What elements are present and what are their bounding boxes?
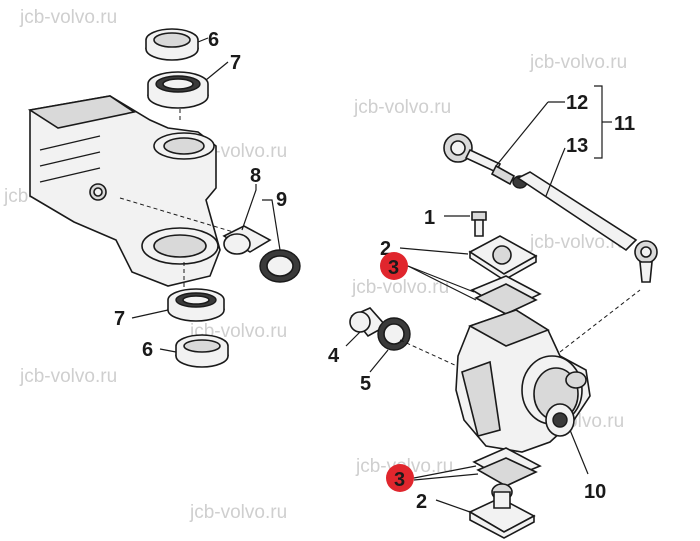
bottom-plate-callouts: 3 2 bbox=[386, 464, 479, 513]
axle-housing bbox=[27, 95, 241, 300]
tie-rod-callouts: 12 13 11 bbox=[495, 85, 635, 197]
watermark: jcb-volvo.ru bbox=[19, 366, 117, 387]
watermark: jcb-volvo.ru bbox=[529, 52, 627, 73]
watermark: jcb-volvo.ru bbox=[529, 232, 627, 253]
callout-7-bottom: 7 bbox=[114, 308, 125, 330]
callout-9: 9 bbox=[276, 189, 287, 211]
kingpin-bushing bbox=[349, 307, 388, 338]
callout-6-top: 6 bbox=[208, 29, 219, 51]
tie-rod-inner bbox=[443, 133, 528, 189]
shim-stack-top bbox=[470, 275, 542, 315]
left-callouts: 6 7 8 9 7 6 bbox=[114, 29, 287, 361]
callout-2-bottom: 2 bbox=[416, 491, 427, 513]
roller-bearing-bottom bbox=[167, 288, 225, 322]
bushing bbox=[222, 225, 272, 255]
callout-11: 11 bbox=[614, 113, 635, 135]
callout-1: 1 bbox=[424, 207, 435, 229]
mounting-plate-top bbox=[468, 235, 538, 281]
watermark: jcb-volvo.ru bbox=[19, 7, 117, 28]
watermark: jcb-volvo.ru bbox=[353, 97, 451, 118]
roller-bearing-top bbox=[147, 71, 209, 109]
callout-3-top: 3 bbox=[388, 257, 399, 279]
callout-12: 12 bbox=[566, 92, 588, 114]
callout-10: 10 bbox=[584, 481, 606, 503]
callout-13: 13 bbox=[566, 135, 588, 157]
callout-2-top: 2 bbox=[380, 238, 391, 260]
steering-knuckle bbox=[455, 289, 641, 453]
callout-3-bottom-marker bbox=[386, 464, 414, 492]
callout-3-bottom: 3 bbox=[394, 469, 405, 491]
shim-stack-bottom bbox=[472, 447, 542, 487]
callout-4: 4 bbox=[328, 345, 340, 367]
seal-ring-top bbox=[145, 28, 199, 61]
kingpin-seal bbox=[377, 317, 411, 351]
callout-8: 8 bbox=[250, 165, 261, 187]
bushing-seal-callouts: 4 5 bbox=[328, 331, 471, 395]
hub-callout: 10 bbox=[569, 429, 606, 503]
top-plate-callouts: 2 3 bbox=[380, 238, 477, 301]
mounting-plate-bottom bbox=[468, 483, 536, 539]
seal-ring-bottom bbox=[175, 334, 229, 368]
callout-5: 5 bbox=[360, 373, 371, 395]
watermark: jcb-volvo.ru bbox=[351, 277, 449, 298]
watermark: jcb-volvo.ru bbox=[189, 502, 287, 523]
callout-3-top-marker bbox=[380, 252, 408, 280]
callout-7-top: 7 bbox=[230, 52, 241, 74]
callout-6-bottom: 6 bbox=[142, 339, 153, 361]
bushing-seal bbox=[259, 249, 301, 283]
bolt: 1 bbox=[424, 207, 487, 237]
tie-rod-outer bbox=[516, 171, 658, 283]
